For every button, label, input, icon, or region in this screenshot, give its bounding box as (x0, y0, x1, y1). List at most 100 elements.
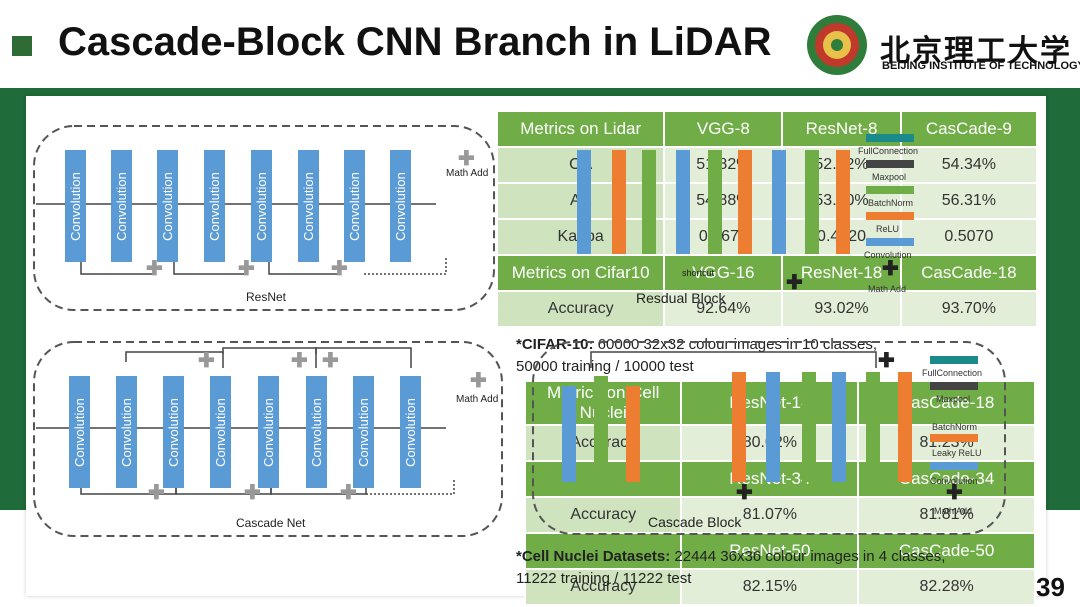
cascade-conv-block-7: Convolution (353, 376, 374, 488)
resnet-conv-block-8: Convolution (390, 150, 411, 262)
resnet-conv-block-2: Convolution (111, 150, 132, 262)
cell-note-line1: *Cell Nuclei Datasets: 22444 36x36 colou… (516, 548, 946, 565)
cascade-conv-block-6: Convolution (306, 376, 327, 488)
add-icon: ✚ (238, 258, 255, 280)
conv-layer (772, 150, 786, 254)
university-seal-icon (807, 15, 867, 75)
table-cell: 93.02% (781, 290, 902, 328)
batchnorm-layer (626, 386, 640, 482)
relu-layer (594, 376, 608, 480)
table-row: Accuracy 82.15% 82.28% (523, 568, 1036, 606)
resnet-conv-block-4: Convolution (204, 150, 225, 262)
residual-block-caption: Resdual Block (636, 290, 726, 306)
batchnorm-layer (836, 150, 850, 254)
resnet-conv-block-3: Convolution (157, 150, 178, 262)
legend-swatch (866, 212, 914, 220)
university-name-cn: 北京理工大学 (880, 34, 1072, 69)
resnet-caption: ResNet (246, 290, 287, 304)
add-icon: ✚ (882, 258, 899, 280)
cascade-conv-block-3: Convolution (163, 376, 184, 488)
batchnorm-layer (732, 372, 746, 482)
conv-layer (766, 372, 780, 482)
legend-swatch (866, 186, 914, 194)
relu-layer (708, 150, 722, 254)
relu-layer (805, 150, 819, 254)
resnet-conv-block-6: Convolution (298, 150, 319, 262)
add-icon: ✚ (946, 482, 963, 504)
table-row: Accuracy 81.07% 81.81% (523, 496, 1036, 534)
cascade-caption: Cascade Net (236, 516, 306, 530)
legend-label: Convolution (864, 250, 912, 260)
add-icon: ✚ (736, 482, 753, 504)
table-cell: ResNet-50 (680, 532, 860, 570)
cell-note-line2: 11222 training / 11222 test (516, 570, 692, 587)
table-cell: Accuracy (495, 290, 666, 328)
legend-label: Maxpool (936, 394, 971, 404)
conv-layer (832, 372, 846, 482)
legend-label: BatchNorm (932, 422, 978, 432)
add-icon: ✚ (331, 258, 348, 280)
table-header-row: Metrics on Cifar10 VGG-16 ResNet-18 CasC… (495, 254, 1039, 292)
legend-swatch (866, 160, 914, 168)
legend-label: Math Add (868, 284, 907, 294)
table-cell (523, 532, 683, 570)
table-cell: Metrics on Cifar10 (495, 254, 666, 292)
add-icon: ✚ (244, 482, 261, 504)
table-cell: ResNet-18 (781, 254, 902, 292)
table-cell: 92.64% (663, 290, 784, 328)
relu-layer (642, 150, 656, 254)
legend-swatch (866, 134, 914, 142)
slide-header: Cascade-Block CNN Branch in LiDAR 北京理工大学… (0, 0, 1080, 88)
add-icon: ✚ (148, 482, 165, 504)
legend-label: Convolution (930, 476, 978, 486)
cifar-note-line2: 50000 training / 10000 test (516, 358, 694, 375)
conv-layer (577, 150, 591, 254)
relu-layer (802, 372, 816, 482)
table-cell: 81.23% (857, 424, 1036, 462)
table-cell: CasCade-9 (899, 110, 1039, 148)
legend-swatch (930, 382, 978, 390)
legend-swatch (866, 238, 914, 246)
table-cell: Kappa (495, 218, 666, 256)
table-row: Accuracy 92.64% 93.02% 93.70% (495, 290, 1039, 328)
table-cell: 81.07% (680, 496, 860, 534)
table-cell: VGG-16 (663, 254, 784, 292)
resnet-conv-block-7: Convolution (344, 150, 365, 262)
legend-swatch (930, 356, 978, 364)
legend-swatch (930, 462, 978, 470)
legend-label: BatchNorm (868, 198, 914, 208)
table-cell: CasCade-18 (899, 254, 1039, 292)
add-icon: ✚ (878, 350, 895, 372)
add-icon: ✚ (786, 272, 803, 294)
cascade-conv-block-2: Convolution (116, 376, 137, 488)
table-cell: 0.5070 (899, 218, 1039, 256)
table-cell: 54.34% (899, 146, 1039, 184)
add-icon: ✚ (458, 148, 475, 170)
resnet-conv-block-5: Convolution (251, 150, 272, 262)
legend-label: ReLU (876, 224, 900, 234)
conv-layer (676, 150, 690, 254)
legend-label: Leaky ReLU (932, 448, 982, 458)
legend-label: FullConnection (858, 146, 919, 156)
table-cell: Accuracy (523, 568, 683, 606)
add-icon: ✚ (340, 482, 357, 504)
table-cell: VGG-8 (663, 110, 784, 148)
add-icon: ✚ (198, 350, 215, 372)
legend-label: Math Add (934, 506, 973, 516)
add-icon: ✚ (470, 370, 487, 392)
add-icon: ✚ (291, 350, 308, 372)
table-cell: 82.28% (857, 568, 1036, 606)
table-cell: 93.70% (899, 290, 1039, 328)
table-header-row: ResNet-50 CasCade-50 (523, 532, 1036, 570)
table-cell: Metrics on Lidar (495, 110, 666, 148)
legend-swatch (930, 408, 978, 416)
content-panel: Convolution Convolution Convolution Conv… (26, 96, 1046, 606)
cascade-conv-block-5: Convolution (258, 376, 279, 488)
add-icon: ✚ (146, 258, 163, 280)
legend-label: FullConnection (922, 368, 983, 378)
shortcut-label: shortcut (682, 268, 715, 278)
title-bullet (12, 36, 32, 56)
cifar-note-line1: *CIFAR-10: 60000 32x32 colour images in … (516, 336, 878, 353)
table-header-row: Metrics on Lidar VGG-8 ResNet-8 CasCade-… (495, 110, 1039, 148)
conv-layer (562, 386, 576, 482)
